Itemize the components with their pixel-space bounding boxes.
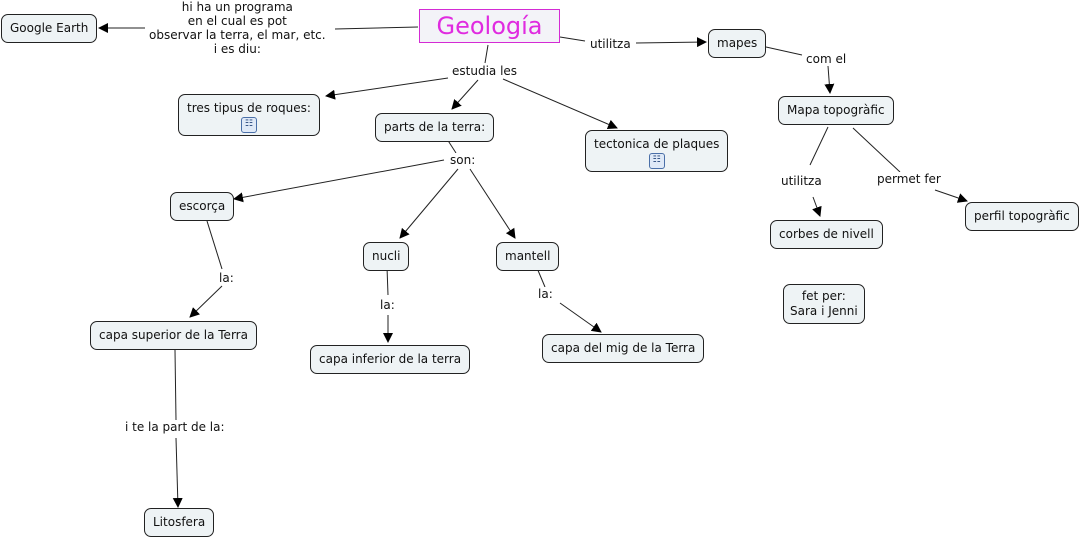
link-label-la-nucli[interactable]: la: — [378, 298, 397, 312]
concept-mapa-topografic[interactable]: Mapa topogràfic — [778, 96, 894, 125]
concept-capa-inferior[interactable]: capa inferior de la terra — [310, 345, 471, 374]
concept-mapes[interactable]: mapes — [708, 29, 767, 58]
link-line: en el cual es pot — [187, 14, 287, 28]
concept-map-icon[interactable]: ☷ — [240, 117, 257, 133]
link-label-com-el[interactable]: com el — [804, 52, 849, 66]
link-label-utilitza-2[interactable]: utilitza — [779, 174, 824, 188]
concept-map-icon[interactable]: ☷ — [648, 153, 665, 169]
link-line: hi ha un programa — [181, 0, 293, 14]
autors-line-2: Sara i Jenni — [790, 304, 858, 318]
link-label-programa[interactable]: hi ha un programa en el cual es pot obse… — [147, 0, 328, 56]
concept-label: tres tipus de roques: — [187, 101, 311, 115]
link-label-estudia-les[interactable]: estudia les — [450, 64, 520, 78]
concept-nucli[interactable]: nucli — [363, 242, 410, 271]
link-line: i es diu: — [213, 42, 261, 56]
concept-autors[interactable]: fet per: Sara i Jenni — [783, 284, 865, 324]
concept-escorca[interactable]: escorça — [170, 192, 235, 221]
link-label-utilitza[interactable]: utilitza — [588, 37, 633, 51]
concept-capa-mig[interactable]: capa del mig de la Terra — [542, 334, 705, 363]
link-label-la-escorca[interactable]: la: — [217, 271, 236, 285]
concept-parts-terra[interactable]: parts de la terra: — [375, 113, 495, 142]
concept-tectonica-plaques[interactable]: tectonica de plaques ☷ — [585, 130, 729, 172]
link-label-la-mantell[interactable]: la: — [536, 287, 555, 301]
link-label-permet-fer[interactable]: permet fer — [875, 172, 943, 186]
concept-perfil-topografic[interactable]: perfil topogràfic — [965, 202, 1079, 231]
concept-tres-tipus-roques[interactable]: tres tipus de roques: ☷ — [178, 94, 320, 136]
autors-line-1: fet per: — [801, 289, 846, 303]
concept-google-earth[interactable]: Google Earth — [1, 14, 98, 43]
concept-corbes-nivell[interactable]: corbes de nivell — [770, 220, 883, 249]
concept-label: tectonica de plaques — [594, 137, 720, 151]
link-label-part-de-la[interactable]: i te la part de la: — [123, 420, 227, 434]
concept-capa-superior[interactable]: capa superior de la Terra — [90, 321, 257, 350]
concept-mantell[interactable]: mantell — [496, 242, 560, 271]
root-concept-geologia[interactable]: Geología — [419, 9, 560, 43]
link-label-son[interactable]: son: — [448, 153, 478, 167]
concept-litosfera[interactable]: Litosfera — [144, 508, 215, 537]
link-line: observar la terra, el mar, etc. — [149, 28, 326, 42]
